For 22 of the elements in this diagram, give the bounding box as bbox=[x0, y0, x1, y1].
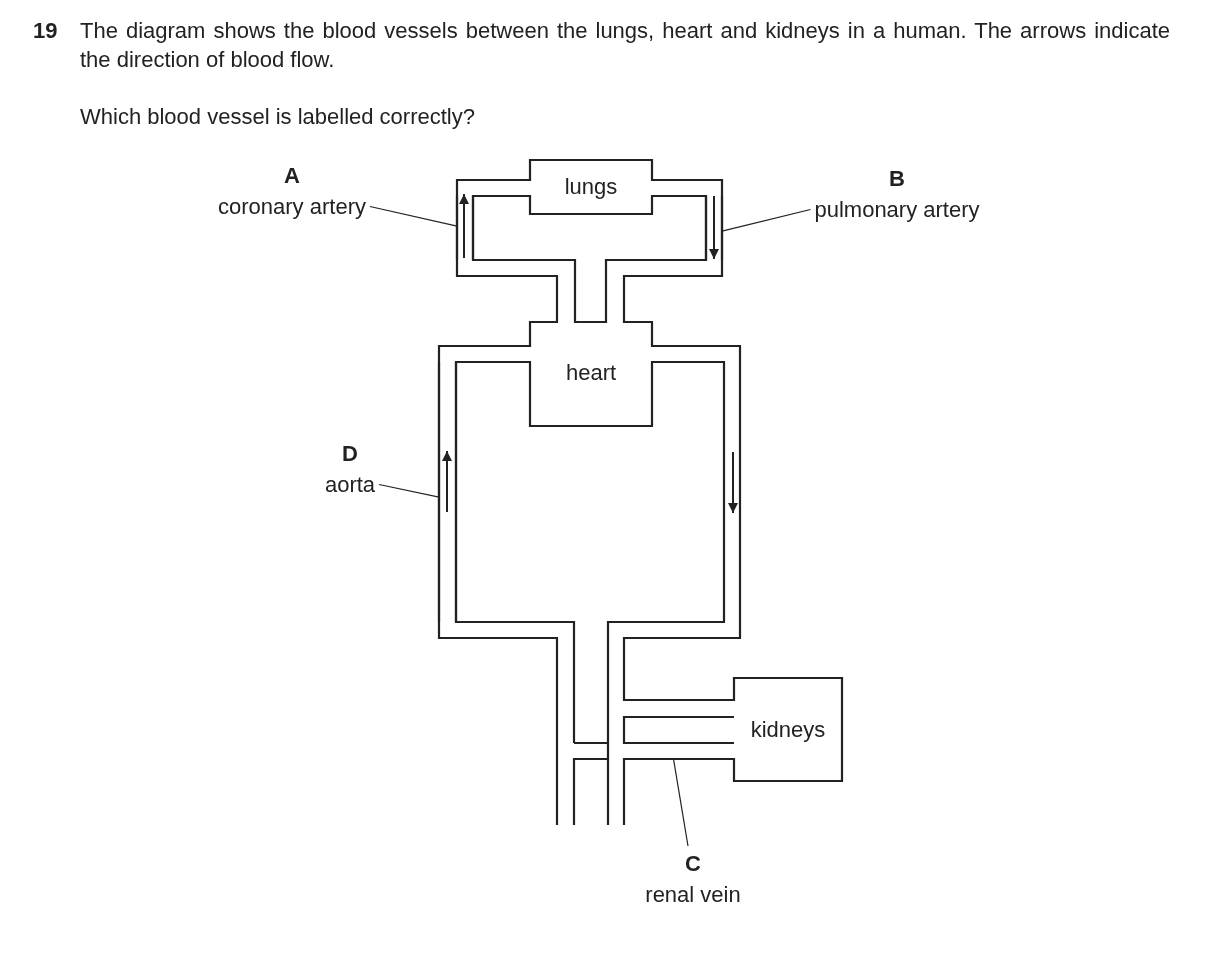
blood-vessel bbox=[624, 741, 734, 761]
question-prompt: Which blood vessel is labelled correctly? bbox=[80, 103, 475, 131]
leader-line bbox=[369, 205, 458, 227]
vessel-name: aorta bbox=[324, 471, 376, 499]
option-letter: A bbox=[284, 162, 300, 190]
vessel-name: pulmonary artery bbox=[814, 196, 980, 224]
organ-label: kidneys bbox=[750, 715, 826, 744]
leader-line bbox=[672, 758, 689, 847]
organ-label: lungs bbox=[564, 173, 618, 201]
option-letter: D bbox=[342, 440, 358, 468]
question-number: 19 bbox=[33, 17, 58, 45]
blood-vessel bbox=[704, 196, 724, 260]
blood-vessel bbox=[437, 362, 458, 622]
vessel-name: coronary artery bbox=[218, 193, 366, 221]
option-letter: B bbox=[889, 165, 905, 193]
vessel-name: renal vein bbox=[645, 881, 741, 909]
leader-line bbox=[378, 483, 440, 498]
organ-label: heart bbox=[565, 359, 617, 387]
leader-line bbox=[721, 208, 812, 232]
blood-vessel bbox=[455, 196, 475, 260]
option-letter: C bbox=[685, 850, 701, 878]
question-text: The diagram shows the blood vessels between the lungs, heart and kidneys in a human. The arrows indicate the direction of blood flow. bbox=[80, 17, 1170, 74]
